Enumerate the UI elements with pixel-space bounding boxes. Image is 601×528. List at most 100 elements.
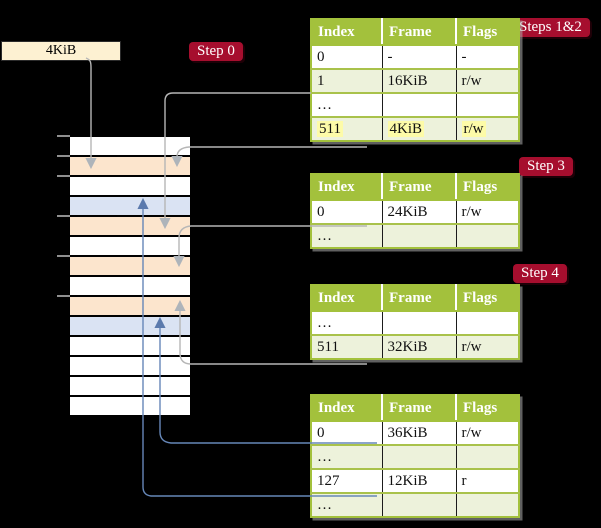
cell-text: …: [317, 227, 332, 244]
badge-step0: Step 0: [189, 42, 243, 61]
cell-text: 12KiB: [387, 472, 428, 489]
cell-text: 0: [317, 424, 325, 441]
address-tick: [57, 135, 70, 137]
table-cell: [456, 492, 519, 517]
memory-row-data-page: [70, 317, 190, 337]
memory-row-free: [70, 237, 190, 257]
table-row: 0 36KiB r/w: [311, 420, 519, 445]
memory-row-free: [70, 337, 190, 357]
table-cell: r/w: [456, 68, 519, 93]
memory-row-page-table: [70, 157, 190, 177]
memory-row-free: [70, 397, 190, 417]
badge-step3: Step 3: [519, 157, 573, 176]
badge-steps1and2: Steps 1&2: [511, 18, 590, 37]
table-cell: [382, 492, 457, 517]
table-cell: …: [311, 444, 383, 469]
table-cell: r: [456, 468, 519, 493]
table-row: …: [311, 92, 519, 117]
table-cell: [382, 310, 457, 335]
cell-text: r: [461, 472, 467, 489]
memory-row-page-table: [70, 217, 190, 237]
cell-text: r/w: [461, 424, 482, 441]
table-row: 511 32KiB r/w: [311, 334, 519, 359]
cell-text: …: [317, 448, 332, 465]
table-cell: 127: [311, 468, 383, 493]
cell-text: r/w: [461, 120, 486, 137]
table-cell: 16KiB: [382, 68, 457, 93]
table-cell: r/w: [456, 334, 519, 359]
address-tick: [57, 155, 70, 157]
cell-text: r/w: [461, 338, 482, 355]
table-cell: 511: [311, 334, 383, 359]
table-cell: [456, 92, 519, 117]
column-header: Index: [311, 174, 383, 201]
cell-text: -: [387, 48, 393, 65]
memory-row-free: [70, 277, 190, 297]
memory-row-data-page: [70, 197, 190, 217]
table-cell: -: [382, 44, 457, 69]
table-cell: 36KiB: [382, 420, 457, 445]
column-header: Frame: [382, 19, 457, 46]
memory-row-free: [70, 357, 190, 377]
table-cell: r/w: [456, 199, 519, 224]
table-cell: [456, 223, 519, 248]
table-row: …: [311, 223, 519, 248]
table-cell: 0: [311, 44, 383, 69]
cell-text: …: [317, 96, 332, 113]
memory-row-page-table: [70, 297, 190, 317]
table-cell: …: [311, 492, 383, 517]
table-cell: 32KiB: [382, 334, 457, 359]
column-header: Frame: [382, 285, 457, 312]
table-cell: [456, 444, 519, 469]
table-cell: r/w: [456, 420, 519, 445]
memory-strip: [70, 135, 190, 417]
table-row: 0--: [311, 44, 519, 69]
table-row: 511 4KiB r/w: [311, 116, 519, 141]
address-tick: [57, 255, 70, 257]
cell-text: r/w: [461, 203, 482, 220]
page-size-label: 4KiB: [1, 41, 121, 61]
column-header: Index: [311, 395, 383, 422]
cell-text: …: [317, 496, 332, 513]
column-header: Frame: [382, 174, 457, 201]
table-cell: [382, 223, 457, 248]
cell-text: 16KiB: [387, 72, 428, 89]
table-cell: [456, 310, 519, 335]
cell-text: 0: [317, 203, 325, 220]
cell-text: 32KiB: [387, 338, 428, 355]
column-header: Flags: [456, 395, 519, 422]
table-cell: …: [311, 92, 383, 117]
cell-text: 4KiB: [387, 120, 425, 137]
table-cell: 0: [311, 420, 383, 445]
cell-text: 127: [317, 472, 340, 489]
address-tick: [57, 175, 70, 177]
table-cell: 511: [311, 116, 383, 141]
column-header: Flags: [456, 285, 519, 312]
table-row: …: [311, 444, 519, 469]
table-cell: -: [456, 44, 519, 69]
cell-text: 511: [317, 338, 339, 355]
cell-text: 511: [317, 120, 343, 137]
column-header: Flags: [456, 19, 519, 46]
column-header: Frame: [382, 395, 457, 422]
table-cell: 12KiB: [382, 468, 457, 493]
column-header: Index: [311, 19, 383, 46]
table-cell: 4KiB: [382, 116, 457, 141]
table-cell: …: [311, 310, 383, 335]
table-cell: r/w: [456, 116, 519, 141]
table-row: 127 12KiB r: [311, 468, 519, 493]
cell-text: r/w: [461, 72, 482, 89]
cell-text: 36KiB: [387, 424, 428, 441]
cell-text: -: [461, 48, 467, 65]
badge-step4: Step 4: [513, 264, 567, 283]
